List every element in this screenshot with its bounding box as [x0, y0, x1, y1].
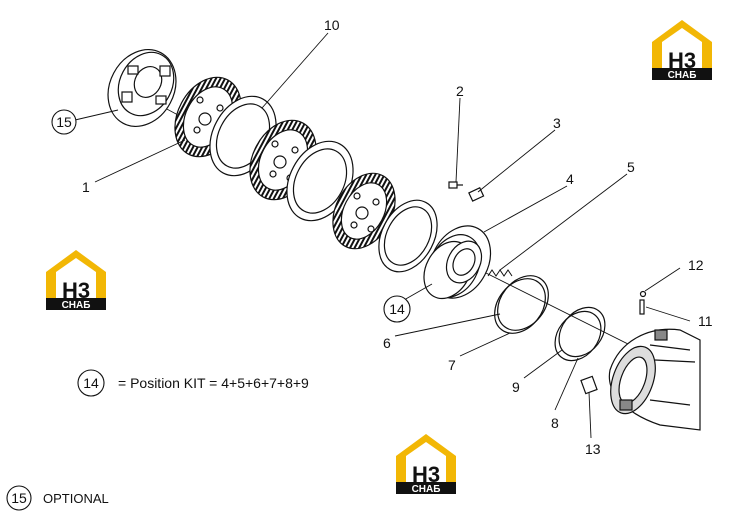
friction-disc-3 [332, 172, 396, 250]
bushing-part-13 [580, 375, 598, 395]
label-7: 7 [448, 357, 456, 373]
label-9: 9 [512, 379, 520, 395]
label-3: 3 [553, 115, 561, 131]
svg-text:СНАБ: СНАБ [412, 484, 441, 495]
svg-text:СНАБ: СНАБ [668, 70, 697, 81]
svg-text:15: 15 [56, 114, 72, 130]
label-5: 5 [627, 159, 635, 175]
pin-part-11 [639, 299, 645, 315]
legend-kit-text: = Position KIT = 4+5+6+7+8+9 [118, 375, 309, 391]
label-12: 12 [688, 257, 704, 273]
housing [608, 328, 701, 431]
nut-part-3 [468, 187, 485, 202]
legend-optional-number: 15 [11, 490, 27, 506]
svg-text:СНАБ: СНАБ [62, 300, 91, 311]
leader-lines [74, 32, 691, 439]
part-labels: 1 2 3 4 5 6 7 8 9 10 11 12 13 [82, 17, 713, 457]
legend-kit: 14 = Position KIT = 4+5+6+7+8+9 [77, 369, 309, 397]
logo-top-right: H3 СНАБ [652, 20, 712, 81]
steel-plate-2 [286, 140, 354, 222]
label-6: 6 [383, 335, 391, 351]
steel-plate-3 [378, 199, 438, 273]
hub-part-15 [107, 49, 177, 127]
label-2: 2 [456, 83, 464, 99]
logo-bottom-center: H3 СНАБ [396, 434, 456, 495]
screw-part-2 [448, 181, 463, 189]
legend-kit-number: 14 [83, 375, 99, 391]
plug-part-12 [639, 290, 647, 298]
ring-part-8-9 [554, 306, 606, 362]
label-13: 13 [585, 441, 601, 457]
circled-label-15: 15 [51, 109, 77, 135]
legend-optional: 15 OPTIONAL [6, 485, 109, 511]
seal-ring-part-6 [494, 275, 549, 334]
label-10: 10 [324, 17, 340, 33]
label-4: 4 [566, 171, 574, 187]
label-8: 8 [551, 415, 559, 431]
label-1: 1 [82, 179, 90, 195]
legend-optional-text: OPTIONAL [43, 491, 109, 506]
piston-part-4 [423, 225, 492, 300]
logo-middle-left: H3 СНАБ [46, 250, 106, 311]
circled-label-14: 14 [383, 295, 411, 323]
label-11: 11 [698, 313, 713, 329]
spring-part-5 [487, 269, 513, 277]
svg-text:14: 14 [389, 301, 405, 317]
